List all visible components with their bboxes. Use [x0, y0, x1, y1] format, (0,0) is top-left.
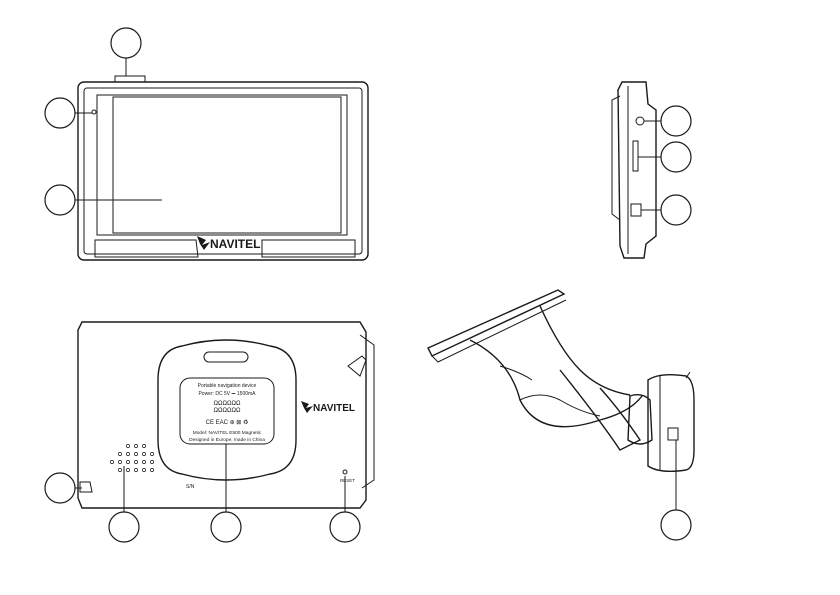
front-housing [77, 81, 369, 261]
mount-arm-top [469, 339, 643, 428]
reset-text: RESET [340, 478, 355, 483]
side-view [611, 81, 657, 259]
callout-back-mount-socket [210, 511, 242, 543]
mount-view [427, 289, 695, 473]
suction-plate-edge [431, 299, 567, 363]
logo-text-front: NAVITEL [210, 237, 260, 251]
back-side-edge [359, 334, 375, 489]
label-line1: Portable navigation device [198, 383, 257, 389]
callout-side-card-slot [660, 141, 692, 173]
mount-arm-lower [559, 369, 642, 451]
sn-text: S/N [186, 484, 195, 490]
side-front-edge [611, 95, 621, 221]
mount-arm-rib [519, 394, 601, 417]
front-bezel [83, 87, 363, 255]
headphone-jack [635, 116, 645, 126]
ball-joint [627, 393, 653, 445]
back-view: Portable navigation device Power: DC 5V … [77, 321, 375, 509]
label-line3: Model: NAVITEL E500 Magnetic [193, 430, 262, 436]
back-housing [77, 321, 367, 509]
callout-back-reset [329, 511, 361, 543]
callout-side-usb [660, 194, 692, 226]
mount-slot [203, 351, 249, 363]
front-screen [96, 94, 348, 236]
front-bottom-bezel-right [261, 239, 356, 258]
suction-plate [427, 289, 566, 357]
navitel-logo-back: NAVITEL [301, 401, 355, 414]
callout-front-light-sensor [44, 97, 76, 129]
navitel-logo-front: NAVITEL [197, 236, 260, 251]
mount-arm-upper [539, 305, 631, 396]
speaker-grille [110, 444, 154, 472]
power-button [114, 75, 146, 83]
side-usb-port [630, 203, 642, 217]
front-screen-inner [112, 96, 342, 234]
stylus [79, 481, 93, 493]
magnetic-holder [647, 373, 695, 473]
mount-label-area [179, 377, 275, 445]
mount-arm-rib-2 [499, 365, 533, 381]
callout-front-screen [44, 184, 76, 216]
label-cert-marks: CE EAC ⊕ ⊠ ♻ [206, 419, 249, 426]
mount-plate [157, 339, 297, 481]
mount-usb-port [667, 427, 679, 441]
front-bottom-bezel-left [94, 239, 199, 258]
callout-back-speaker [108, 511, 140, 543]
side-housing [617, 81, 657, 259]
callout-back-stylus [44, 472, 76, 504]
callout-side-headphone [660, 105, 692, 137]
label-serial-code: ΩΩΩΩΩΩ [214, 401, 241, 407]
light-sensor [91, 109, 97, 115]
label-line4: Designed in Europe, made in China [189, 437, 265, 443]
callout-front-top-power [110, 27, 142, 59]
reset-hole [342, 469, 348, 475]
logo-text-back: NAVITEL [313, 403, 355, 414]
front-view: NAVITEL [77, 75, 369, 261]
holder-mark [685, 371, 691, 379]
back-clip [347, 355, 367, 377]
card-slot [632, 140, 639, 172]
label-serial-code-2: ΩΩΩΩΩΩ [214, 408, 241, 414]
callout-mount-usb [660, 509, 692, 541]
label-line2: Power: DC 5V ⎓ 1500mA [198, 391, 256, 397]
